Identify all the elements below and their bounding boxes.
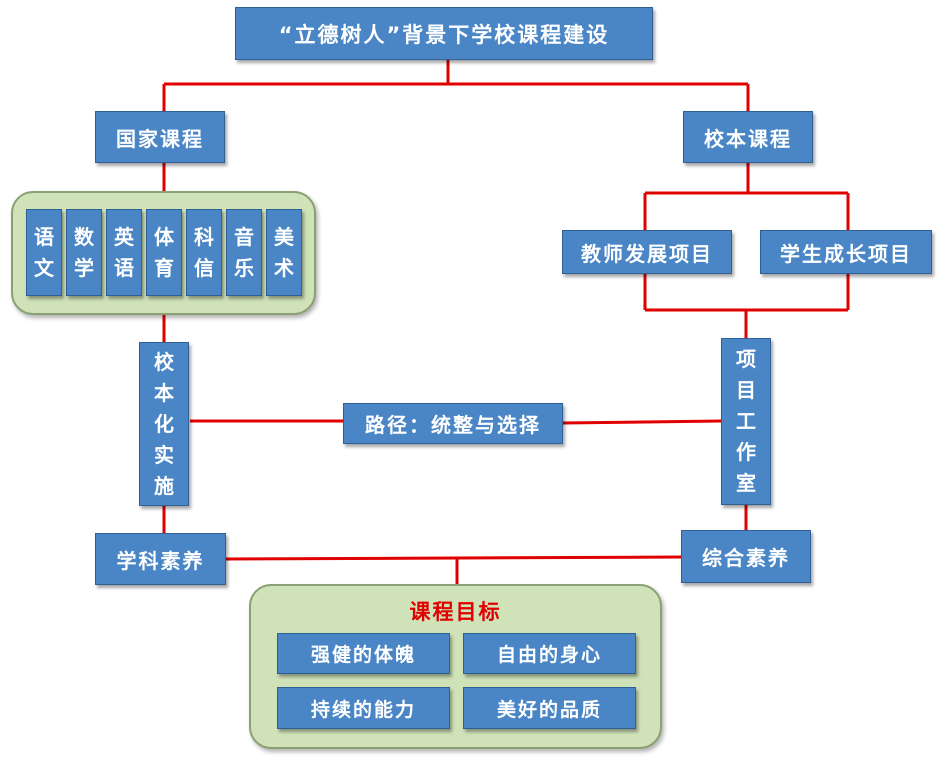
goal-label: 强健的体魄 <box>310 644 416 666</box>
subject-box-shuxue: 数学 <box>66 209 102 296</box>
goal-box: 自由的身心 <box>463 633 636 674</box>
subject-label: 数学 <box>74 224 94 280</box>
school-based-implementation-label: 校本化实施 <box>154 349 174 498</box>
title-text: “立德树人”背景下学校课程建设 <box>278 22 610 47</box>
subject-box-yuwen: 语文 <box>26 209 62 296</box>
subject-literacy-label: 学科素养 <box>116 548 205 573</box>
goal-label: 持续的能力 <box>310 698 416 721</box>
goals-title: 课程目标 <box>249 596 662 626</box>
subject-label: 体育 <box>154 224 174 280</box>
subject-literacy-box: 学科素养 <box>95 533 226 585</box>
subject-label: 科信 <box>194 224 214 280</box>
teacher-development-box: 教师发展项目 <box>562 230 732 274</box>
subject-label: 英语 <box>114 224 134 280</box>
subject-label: 语文 <box>34 224 54 280</box>
title-box: “立德树人”背景下学校课程建设 <box>235 7 653 60</box>
school-curriculum-label: 校本课程 <box>704 126 792 151</box>
teacher-development-label: 教师发展项目 <box>581 241 713 266</box>
goal-box: 美好的品质 <box>463 687 636 729</box>
path-box: 路径：统整与选择 <box>343 403 563 444</box>
goal-box: 强健的体魄 <box>277 633 450 674</box>
goals-title-text: 课程目标 <box>409 600 502 624</box>
comprehensive-literacy-box: 综合素养 <box>681 530 811 583</box>
subject-box-meishu: 美术 <box>266 209 302 296</box>
comprehensive-literacy-label: 综合素养 <box>702 546 790 570</box>
path-label: 路径：统整与选择 <box>365 413 541 437</box>
subject-box-yinyue: 音乐 <box>226 209 262 296</box>
subject-label: 美术 <box>274 224 294 280</box>
subject-label: 音乐 <box>234 224 254 280</box>
national-curriculum-box: 国家课程 <box>95 111 225 163</box>
project-workshop-box: 项目工作室 <box>721 338 771 505</box>
goal-label: 美好的品质 <box>496 698 602 721</box>
subject-box-yingyu: 英语 <box>106 209 142 296</box>
subject-box-kexin: 科信 <box>186 209 222 296</box>
national-curriculum-label: 国家课程 <box>116 126 204 151</box>
student-growth-label: 学生成长项目 <box>780 241 912 266</box>
school-based-implementation-box: 校本化实施 <box>139 342 189 506</box>
school-curriculum-box: 校本课程 <box>683 111 813 163</box>
subject-box-tiyu: 体育 <box>146 209 182 296</box>
goal-label: 自由的身心 <box>496 644 602 666</box>
project-workshop-label: 项目工作室 <box>736 347 756 495</box>
student-growth-box: 学生成长项目 <box>760 230 932 274</box>
goal-box: 持续的能力 <box>277 687 450 729</box>
